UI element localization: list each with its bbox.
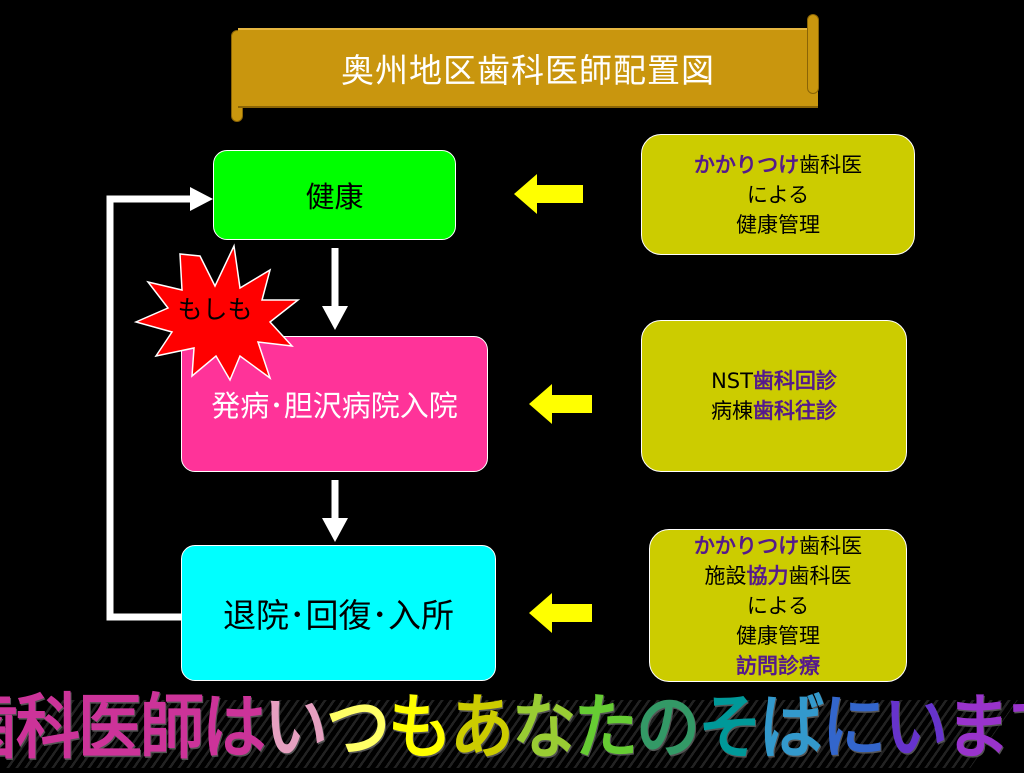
info-line: 健康管理 <box>736 621 820 651</box>
slogan-char: ま <box>946 687 1010 770</box>
discharge-label: 退院･回復･入所 <box>223 596 454 635</box>
info-text: 病棟 <box>711 399 753 423</box>
title-banner <box>238 28 818 108</box>
yellow-left-arrow-2 <box>529 384 592 424</box>
slogan-char: そ <box>698 687 762 770</box>
onset-label: 発病･胆沢病院入院 <box>211 389 458 423</box>
yellow-left-arrow-1 <box>514 174 583 214</box>
info-highlight-text: かかりつけ <box>693 152 800 177</box>
page-title: 奥州地区歯科医師配置図 <box>341 51 715 90</box>
slogan-char: の <box>636 687 700 770</box>
info-highlight-text: 歯科往診 <box>753 399 837 423</box>
info-text: 歯科医 <box>788 563 852 588</box>
info-text: 歯科医 <box>799 152 863 177</box>
emergency-burst-icon <box>133 243 301 382</box>
health-label: 健康 <box>305 180 364 214</box>
slogan-banner: 歯科医師はいつもあなたのそばにいます <box>0 671 1024 772</box>
slogan-char: あ <box>450 687 514 770</box>
slogan-char: 科 <box>16 687 80 770</box>
info-line: 施設協力歯科医 <box>705 561 852 591</box>
info-line: 病棟歯科往診 <box>711 396 837 426</box>
info-box-nst-rounds: NST歯科回診病棟歯科往診 <box>641 320 907 472</box>
health-box: 健康 <box>213 150 456 240</box>
info-text: NST <box>711 369 753 393</box>
info-line: NST歯科回診 <box>711 366 837 396</box>
info-box-family-dentist: かかりつけ歯科医による健康管理 <box>641 134 915 255</box>
info-line: かかりつけ歯科医 <box>694 531 862 561</box>
loop-back-arrowhead <box>190 187 213 211</box>
slogan-char: ば <box>760 687 824 770</box>
info-line: 健康管理 <box>736 210 820 240</box>
info-highlight-text: 歯科回診 <box>752 369 837 393</box>
info-highlight-text: 訪問診療 <box>736 653 820 678</box>
info-text: 健康管理 <box>736 623 820 648</box>
burst-label: もしも <box>177 295 253 324</box>
info-line: かかりつけ歯科医 <box>694 150 862 180</box>
info-text: による <box>746 182 810 207</box>
info-highlight-text: 協力 <box>746 563 789 588</box>
slogan-char: い <box>884 687 948 770</box>
discharge-recovery-box: 退院･回復･入所 <box>181 545 496 681</box>
loop-back-arrow <box>106 195 192 621</box>
slogan-char: 歯 <box>0 671 18 772</box>
info-text: による <box>746 593 810 618</box>
slogan-char: 師 <box>140 687 204 770</box>
slogan-char: た <box>574 687 638 770</box>
info-text: 健康管理 <box>736 212 820 237</box>
slogan-char: も <box>388 687 452 770</box>
info-line: による <box>747 180 809 210</box>
down-arrow-1-head <box>322 306 348 330</box>
slogan-char: な <box>512 687 576 770</box>
info-line: 訪問診療 <box>736 651 820 681</box>
yellow-left-arrow-3 <box>529 593 592 633</box>
slogan-char: 医 <box>78 687 142 770</box>
down-arrow-2-head <box>322 518 348 542</box>
title-scroll-roll-right <box>807 14 819 94</box>
info-text: 歯科医 <box>799 533 863 558</box>
slogan-char: に <box>822 687 886 770</box>
info-box-facility-dentist: かかりつけ歯科医施設協力歯科医による健康管理訪問診療 <box>649 529 907 682</box>
slogan-char: つ <box>326 687 390 770</box>
info-highlight-text: かかりつけ <box>693 533 800 558</box>
info-line: による <box>747 591 809 621</box>
slogan-char: い <box>264 687 328 770</box>
slogan-char: す <box>1008 671 1024 772</box>
slogan-char: は <box>202 687 266 770</box>
info-text: 施設 <box>704 563 747 588</box>
